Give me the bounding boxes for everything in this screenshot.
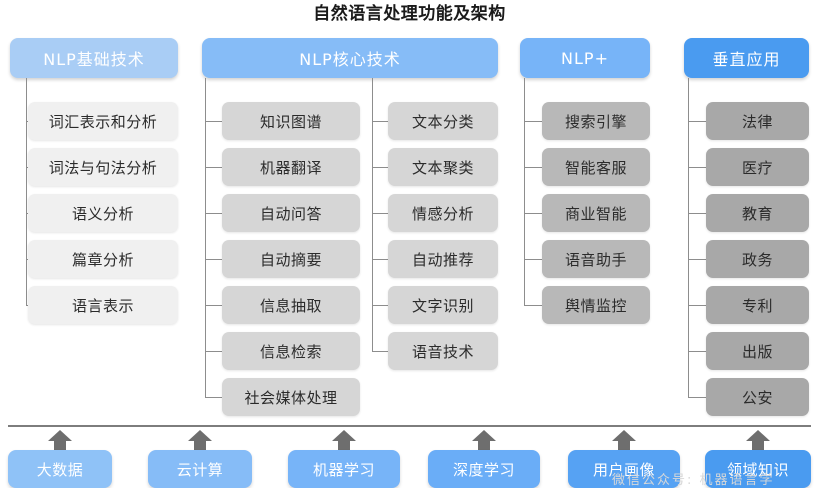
connector-stub [205, 213, 222, 214]
connector-trunk-vertical-apps-0 [688, 78, 689, 397]
connector-trunk-nlp-basic-0 [26, 78, 27, 305]
connector-stub [205, 121, 222, 122]
connector-stub [688, 397, 706, 398]
connector-stub [26, 121, 28, 122]
connector-stub [372, 259, 388, 260]
foundation-box[interactable]: 大数据 [8, 450, 112, 488]
node-box[interactable]: 词汇表示和分析 [28, 102, 178, 140]
connector-stub [26, 213, 28, 214]
node-box[interactable]: 专利 [706, 286, 809, 324]
connector-stub [524, 259, 542, 260]
connector-stub [524, 167, 542, 168]
node-box[interactable]: 信息检索 [222, 332, 360, 370]
arrow-up-icon [188, 430, 212, 452]
node-box[interactable]: 公安 [706, 378, 809, 416]
column-header-vertical-apps[interactable]: 垂直应用 [684, 38, 809, 78]
connector-trunk-nlp-plus-0 [524, 78, 525, 305]
connector-stub [688, 259, 706, 260]
node-box[interactable]: 法律 [706, 102, 809, 140]
connector-stub [205, 305, 222, 306]
foundation-box[interactable]: 机器学习 [288, 450, 400, 488]
column-header-nlp-basic[interactable]: NLP基础技术 [10, 38, 178, 78]
node-box[interactable]: 智能客服 [542, 148, 650, 186]
foundation-box[interactable]: 用户画像 [568, 450, 680, 488]
connector-stub [372, 213, 388, 214]
node-box[interactable]: 情感分析 [388, 194, 498, 232]
connector-stub [205, 259, 222, 260]
foundation-box[interactable]: 深度学习 [428, 450, 540, 488]
node-box[interactable]: 文本分类 [388, 102, 498, 140]
node-box[interactable]: 舆情监控 [542, 286, 650, 324]
connector-stub [688, 305, 706, 306]
connector-stub [26, 167, 28, 168]
connector-stub [688, 213, 706, 214]
node-box[interactable]: 教育 [706, 194, 809, 232]
arrow-up-icon [612, 430, 636, 452]
foundation-box[interactable]: 领域知识 [705, 450, 811, 488]
node-box[interactable]: 机器翻译 [222, 148, 360, 186]
node-box[interactable]: 社会媒体处理 [222, 378, 360, 416]
node-box[interactable]: 政务 [706, 240, 809, 278]
node-box[interactable]: 知识图谱 [222, 102, 360, 140]
connector-stub [26, 305, 28, 306]
node-box[interactable]: 搜索引擎 [542, 102, 650, 140]
node-box[interactable]: 语义分析 [28, 194, 178, 232]
node-box[interactable]: 文本聚类 [388, 148, 498, 186]
node-box[interactable]: 出版 [706, 332, 809, 370]
connector-stub [372, 351, 388, 352]
node-box[interactable]: 篇章分析 [28, 240, 178, 278]
arrow-up-icon [472, 430, 496, 452]
node-box[interactable]: 文字识别 [388, 286, 498, 324]
connector-stub [524, 121, 542, 122]
node-box[interactable]: 语音技术 [388, 332, 498, 370]
node-box[interactable]: 自动摘要 [222, 240, 360, 278]
connector-stub [688, 167, 706, 168]
watermark-text: 微信公众号: 机器语言学 [612, 473, 775, 488]
node-box[interactable]: 商业智能 [542, 194, 650, 232]
foundation-divider [8, 425, 811, 427]
node-box[interactable]: 语言表示 [28, 286, 178, 324]
node-box[interactable]: 词法与句法分析 [28, 148, 178, 186]
node-box[interactable]: 自动问答 [222, 194, 360, 232]
node-box[interactable]: 自动推荐 [388, 240, 498, 278]
arrow-up-icon [332, 430, 356, 452]
connector-stub [372, 167, 388, 168]
node-box[interactable]: 语音助手 [542, 240, 650, 278]
connector-stub [688, 351, 706, 352]
connector-trunk-nlp-core-1 [372, 78, 373, 351]
connector-stub [524, 213, 542, 214]
connector-stub [372, 121, 388, 122]
connector-stub [205, 397, 222, 398]
node-box[interactable]: 信息抽取 [222, 286, 360, 324]
connector-stub [372, 305, 388, 306]
foundation-box[interactable]: 云计算 [148, 450, 252, 488]
column-header-nlp-plus[interactable]: NLP+ [520, 38, 650, 78]
column-header-nlp-core[interactable]: NLP核心技术 [202, 38, 498, 78]
page-title: 自然语言处理功能及架构 [313, 4, 506, 24]
arrow-up-icon [746, 430, 770, 452]
arrow-up-icon [48, 430, 72, 452]
connector-stub [26, 259, 28, 260]
connector-stub [205, 167, 222, 168]
connector-stub [205, 351, 222, 352]
connector-stub [688, 121, 706, 122]
node-box[interactable]: 医疗 [706, 148, 809, 186]
connector-stub [524, 305, 542, 306]
connector-trunk-nlp-core-0 [205, 78, 206, 397]
